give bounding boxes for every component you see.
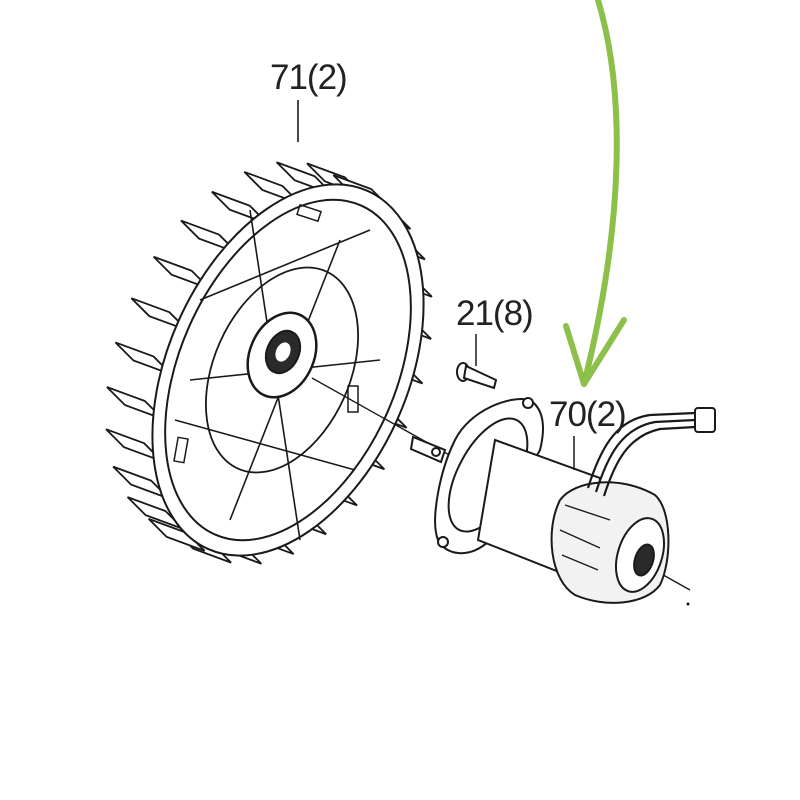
wheel-part <box>105 100 433 565</box>
wheel-rim-inner <box>164 198 412 542</box>
screw-shank <box>462 364 498 390</box>
rim-slot <box>296 203 322 223</box>
flange-hole <box>431 447 441 457</box>
green-arrow <box>563 0 627 387</box>
wheel-hub-bore <box>275 342 291 362</box>
callout-motor: 70(2) <box>549 395 627 434</box>
flange-hole <box>522 397 534 409</box>
gearbox-detail <box>559 504 611 571</box>
motor-cable <box>586 411 696 489</box>
callout-wheel: 71(2) <box>270 58 348 97</box>
rim-slot <box>347 385 359 413</box>
motor-cable <box>594 418 696 493</box>
gearbox-cap-center <box>633 543 655 577</box>
screw-part <box>456 334 498 390</box>
rim-slot <box>173 436 189 464</box>
motor-cable <box>602 425 696 497</box>
axis-end-dot <box>686 602 690 606</box>
motor-part <box>409 397 716 604</box>
flange-hole <box>437 536 449 548</box>
callout-screw: 21(8) <box>456 294 534 333</box>
arrow-shaft <box>581 0 620 387</box>
arrow-head <box>563 317 627 387</box>
cable-connector <box>694 407 716 433</box>
wheel-inner-disc <box>205 266 359 474</box>
